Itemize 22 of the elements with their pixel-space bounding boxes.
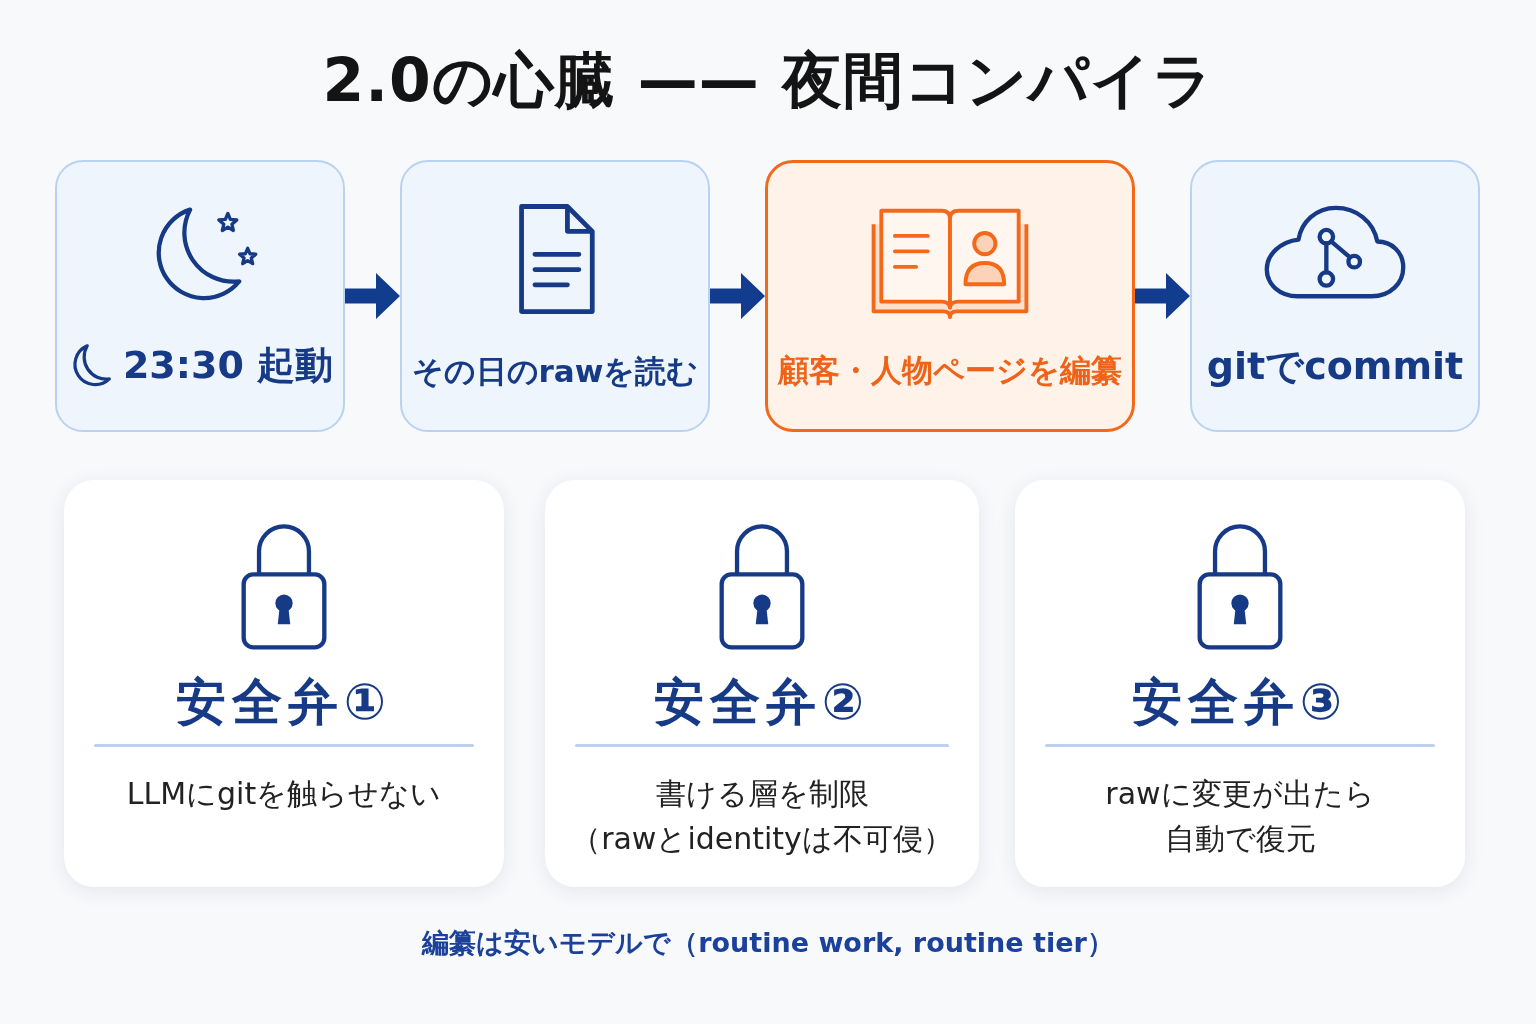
card-text: rawに変更が出たら自動で復元 — [1104, 775, 1376, 858]
info-card — [545, 480, 979, 887]
caption: 編纂は安いモデルで（routine work, routine tier） — [422, 926, 1114, 960]
info-card — [64, 480, 504, 887]
step-label: 顧客・人物ページを編纂 — [778, 351, 1122, 389]
card-heading: 安全弁③ — [1131, 672, 1349, 732]
arrow — [1135, 273, 1190, 319]
card-heading: 安全弁① — [175, 672, 393, 732]
process-box — [400, 160, 710, 432]
step-label: gitでcommit — [1206, 344, 1464, 390]
info-card — [1015, 480, 1465, 887]
process-box — [1190, 160, 1480, 432]
card-text: LLMにgitを触らせない — [126, 775, 442, 813]
arrow — [345, 273, 400, 319]
step-label: 23:30 起動 — [122, 343, 334, 389]
step-label: その日のrawを読む — [411, 352, 699, 390]
process-box — [55, 160, 345, 432]
card-heading: 安全弁② — [653, 672, 871, 732]
process-box — [765, 160, 1135, 432]
title: 2.0の心臓 —— 夜間コンパイラ — [322, 44, 1214, 116]
card-text: 書ける層を制限（rawとidentityは不可侵） — [570, 775, 954, 858]
arrow — [710, 273, 765, 319]
